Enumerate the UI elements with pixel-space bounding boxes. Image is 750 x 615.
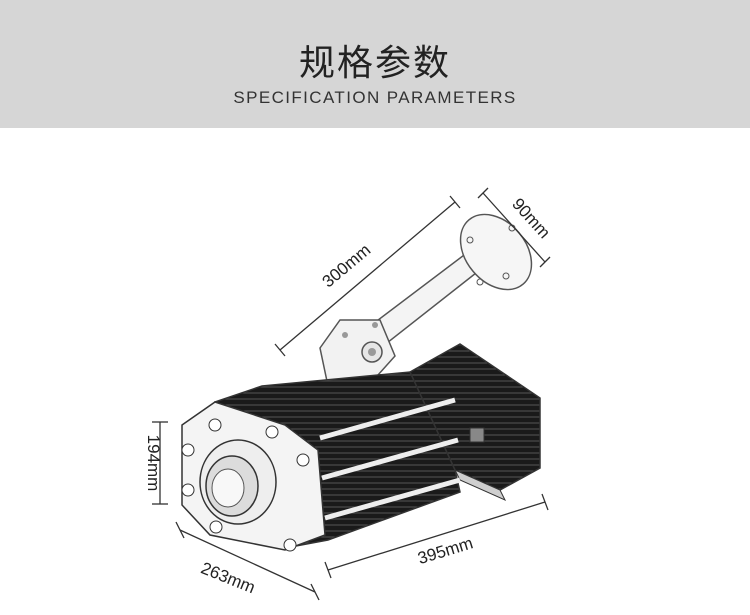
projector-diagram: 300mm 90mm 194mm 263mm 395mm	[144, 187, 554, 601]
header-banner: 规格参数 SPECIFICATION PARAMETERS	[0, 0, 750, 128]
page-title: 规格参数	[298, 43, 451, 84]
length-label: 395mm	[416, 533, 476, 568]
page-subtitle: SPECIFICATION PARAMETERS	[233, 88, 517, 107]
height-label: 194mm	[144, 435, 163, 492]
width-label: 263mm	[198, 558, 258, 597]
dimension-lines	[152, 187, 551, 601]
arm-length-label: 300mm	[319, 240, 375, 291]
projector-body	[181, 343, 541, 552]
